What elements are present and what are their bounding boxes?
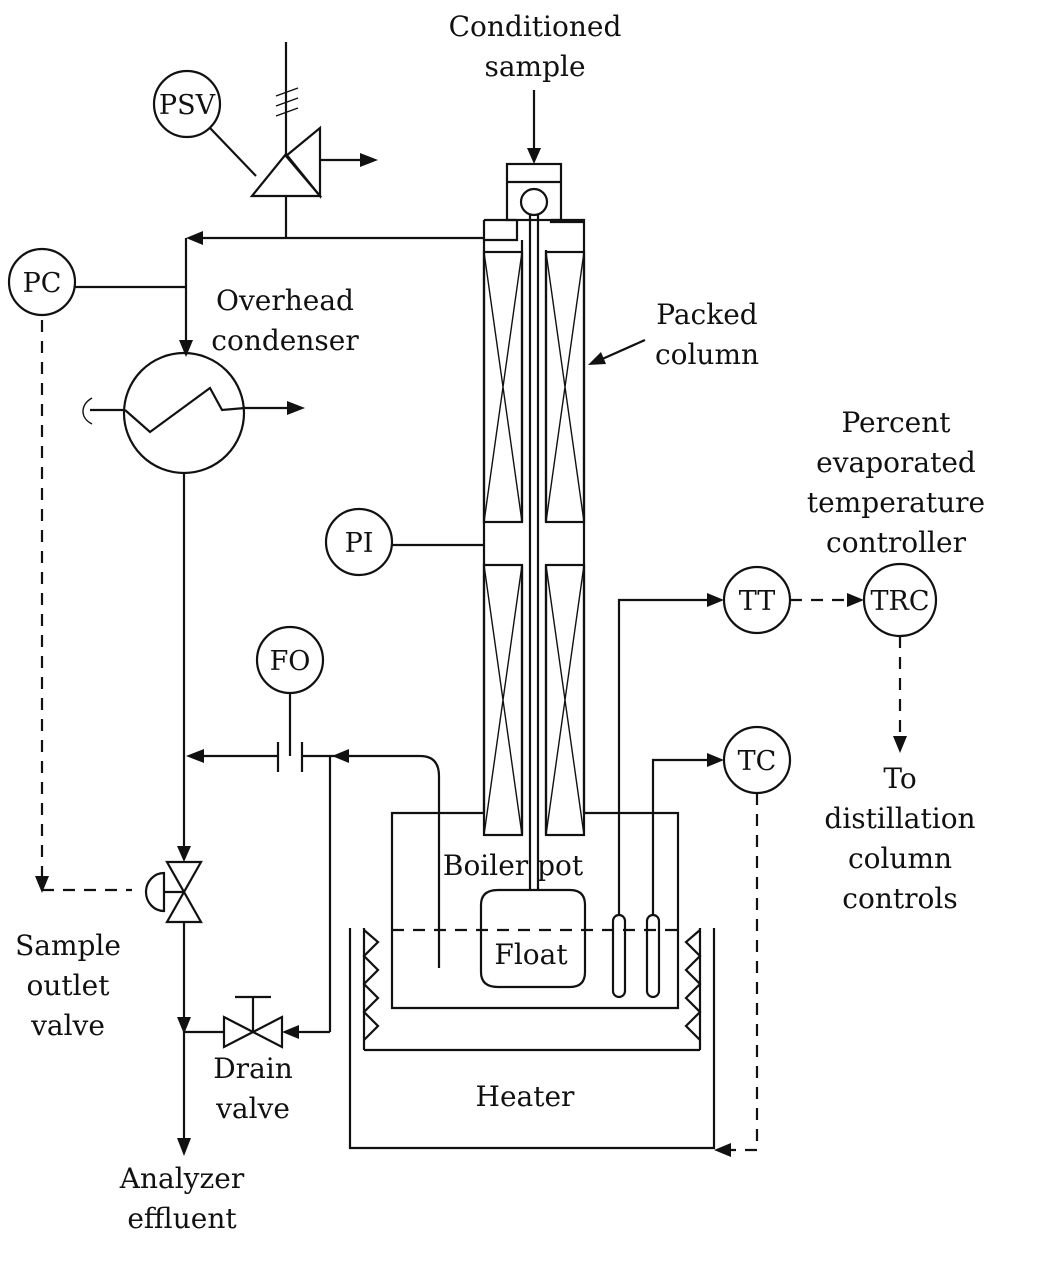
packed-column bbox=[482, 240, 646, 837]
float: Float bbox=[479, 888, 587, 989]
svg-text:Conditioned: Conditioned bbox=[449, 10, 622, 43]
svg-text:distillation: distillation bbox=[824, 802, 975, 835]
overhead-line bbox=[179, 196, 484, 357]
pc-signal-line bbox=[35, 320, 132, 893]
heater bbox=[348, 928, 716, 1150]
svg-text:condenser: condenser bbox=[211, 324, 359, 357]
svg-text:TC: TC bbox=[738, 746, 777, 777]
label-drain-valve: Drain valve bbox=[213, 1052, 293, 1125]
svg-text:Drain: Drain bbox=[213, 1052, 293, 1085]
psv-bubble: PSV bbox=[152, 69, 222, 139]
label-heater: Heater bbox=[476, 1080, 576, 1113]
pc-bubble: PC bbox=[7, 247, 77, 317]
fo-orifice-line bbox=[186, 693, 441, 1039]
label-percent-evaporated-controller: Percent evaporated temperature controlle… bbox=[807, 406, 985, 559]
svg-text:PC: PC bbox=[23, 268, 62, 299]
svg-text:FO: FO bbox=[270, 646, 311, 677]
label-analyzer-effluent: Analyzer effluent bbox=[119, 1162, 245, 1235]
label-boiler-pot: Boiler pot bbox=[443, 849, 584, 882]
svg-text:TT: TT bbox=[739, 586, 776, 617]
svg-text:Percent: Percent bbox=[841, 406, 951, 439]
boiler-pot bbox=[390, 811, 680, 1010]
temperature-probes bbox=[611, 593, 724, 999]
svg-text:valve: valve bbox=[30, 1009, 105, 1042]
svg-text:TRC: TRC bbox=[871, 586, 930, 617]
drain-valve bbox=[184, 995, 284, 1049]
svg-text:Packed: Packed bbox=[656, 298, 757, 331]
label-overhead-condenser: Overhead condenser bbox=[211, 284, 359, 357]
trc-bubble: TRC bbox=[862, 562, 938, 638]
svg-text:To: To bbox=[883, 762, 916, 795]
svg-text:temperature: temperature bbox=[807, 486, 985, 519]
svg-text:PI: PI bbox=[345, 528, 374, 559]
tt-bubble: TT bbox=[722, 565, 792, 635]
label-to-distillation-column-controls: To distillation column controls bbox=[824, 762, 975, 915]
svg-text:column: column bbox=[655, 338, 759, 371]
svg-text:controls: controls bbox=[842, 882, 957, 915]
svg-text:PSV: PSV bbox=[159, 90, 216, 121]
svg-text:controller: controller bbox=[826, 526, 967, 559]
svg-text:outlet: outlet bbox=[27, 969, 111, 1002]
column-head bbox=[482, 162, 586, 890]
tc-to-heater-signal bbox=[714, 793, 759, 1157]
label-packed-column: Packed column bbox=[655, 298, 759, 371]
psv-relief-valve bbox=[209, 42, 378, 199]
svg-text:effluent: effluent bbox=[127, 1202, 237, 1235]
sample-inlet bbox=[527, 90, 541, 164]
pi-bubble: PI bbox=[324, 507, 394, 577]
svg-text:sample: sample bbox=[484, 50, 585, 83]
tt-to-trc-signal bbox=[790, 593, 864, 607]
fo-bubble: FO bbox=[255, 625, 325, 695]
svg-text:Float: Float bbox=[494, 938, 568, 971]
sample-outlet-valve bbox=[144, 860, 203, 1156]
overhead-condenser bbox=[82, 351, 305, 862]
label-conditioned-sample: Conditioned sample bbox=[449, 10, 622, 83]
svg-text:Analyzer: Analyzer bbox=[119, 1162, 245, 1195]
svg-text:Overhead: Overhead bbox=[216, 284, 354, 317]
trc-output-signal bbox=[893, 636, 907, 753]
svg-text:Sample: Sample bbox=[15, 929, 121, 962]
tc-bubble: TC bbox=[722, 725, 792, 795]
svg-text:valve: valve bbox=[215, 1092, 290, 1125]
svg-text:evaporated: evaporated bbox=[816, 446, 976, 479]
label-sample-outlet-valve: Sample outlet valve bbox=[15, 929, 121, 1042]
svg-text:column: column bbox=[848, 842, 952, 875]
